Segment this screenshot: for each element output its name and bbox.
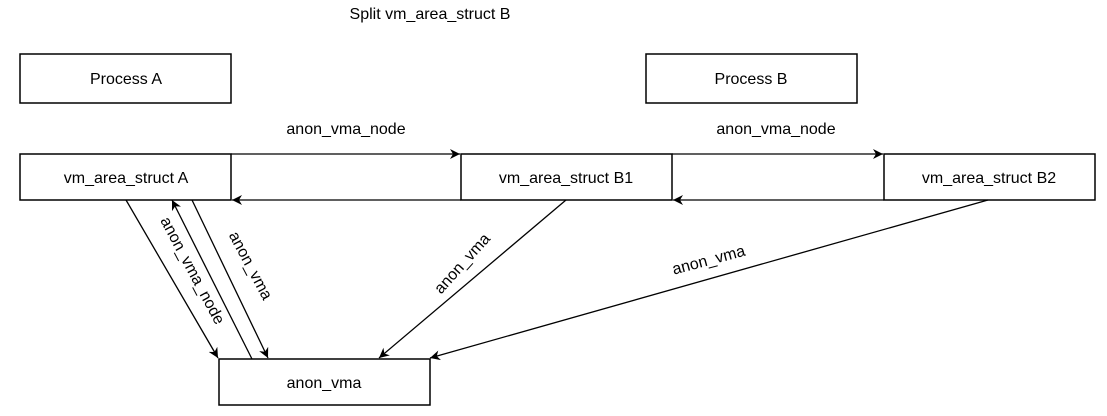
edge-b2-to-anon-arrow — [429, 199, 989, 361]
anon-vma-box: anon_vma — [218, 358, 431, 406]
anon-vma-label: anon_vma — [287, 375, 362, 392]
edge-b1-to-anon-arrow — [378, 199, 567, 359]
edge-b1-to-b2-label: anon_vma_node — [716, 121, 835, 138]
process-b-box: Process B — [645, 53, 858, 104]
process-a-box: Process A — [19, 53, 232, 104]
edge-a-down-node-arrow — [125, 199, 219, 359]
edge-a-to-b1-label: anon_vma_node — [286, 121, 405, 138]
diagram-title: Split vm_area_struct B — [350, 6, 511, 23]
vma-a-box: vm_area_struct A — [19, 153, 232, 201]
process-b-label: Process B — [715, 71, 788, 88]
edge-a-up-vma-label: anon_vma — [225, 229, 275, 303]
vma-b2-label: vm_area_struct B2 — [922, 170, 1056, 187]
vma-b1-box: vm_area_struct B1 — [460, 153, 673, 201]
edge-a-up-vma-arrow — [171, 199, 253, 360]
vma-b2-box: vm_area_struct B2 — [883, 153, 1096, 201]
process-a-label: Process A — [90, 71, 162, 88]
edge-b2-to-anon-label: anon_vma — [671, 243, 748, 279]
vma-a-label: vm_area_struct A — [64, 170, 189, 187]
edge-a-down-vma-arrow — [191, 199, 269, 359]
vma-b1-label: vm_area_struct B1 — [499, 170, 633, 187]
